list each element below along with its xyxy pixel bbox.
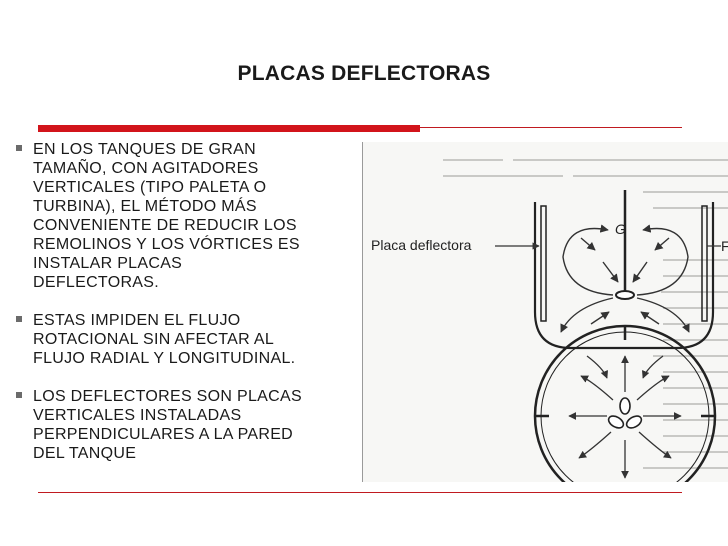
bullet-item: LOS DEFLECTORES SON PLACAS VERTICALES IN… bbox=[16, 387, 366, 463]
right-callout-label: F bbox=[721, 238, 728, 254]
title-underline-accent bbox=[38, 125, 420, 132]
impeller-label: G bbox=[615, 221, 626, 237]
baffle-diagram-figure: G Placa deflectora F bbox=[362, 142, 728, 482]
impeller bbox=[615, 290, 635, 300]
bullet-item: EN LOS TANQUES DE GRAN TAMAÑO, CON AGITA… bbox=[16, 140, 366, 292]
bullet-text: ESTAS IMPIDEN EL FLUJO ROTACIONAL SIN AF… bbox=[33, 312, 296, 367]
bullet-item: ESTAS IMPIDEN EL FLUJO ROTACIONAL SIN AF… bbox=[16, 311, 366, 368]
slide-title: PLACAS DEFLECTORAS bbox=[237, 62, 491, 85]
background-scan-texture bbox=[443, 159, 728, 469]
flow-pattern-arrows bbox=[560, 224, 690, 333]
baffle-right bbox=[701, 205, 708, 322]
bullet-square-icon bbox=[16, 392, 22, 398]
footer-rule bbox=[38, 492, 682, 493]
baffle-callout-label: Placa deflectora bbox=[371, 237, 472, 253]
baffle-left bbox=[540, 205, 547, 322]
radial-flow-arrows bbox=[568, 355, 682, 479]
bullet-list: EN LOS TANQUES DE GRAN TAMAÑO, CON AGITA… bbox=[16, 140, 366, 482]
tank-side-view bbox=[533, 202, 715, 350]
title-underline-rule bbox=[420, 127, 682, 128]
baffle-tank-diagram: G Placa deflectora F bbox=[371, 159, 728, 482]
baffles-top-view bbox=[535, 326, 715, 418]
bullet-text: LOS DEFLECTORES SON PLACAS VERTICALES IN… bbox=[33, 388, 302, 462]
bullet-text: EN LOS TANQUES DE GRAN TAMAÑO, CON AGITA… bbox=[33, 141, 300, 291]
bullet-square-icon bbox=[16, 316, 22, 322]
bullet-square-icon bbox=[16, 145, 22, 151]
impeller-top-view bbox=[607, 397, 643, 429]
